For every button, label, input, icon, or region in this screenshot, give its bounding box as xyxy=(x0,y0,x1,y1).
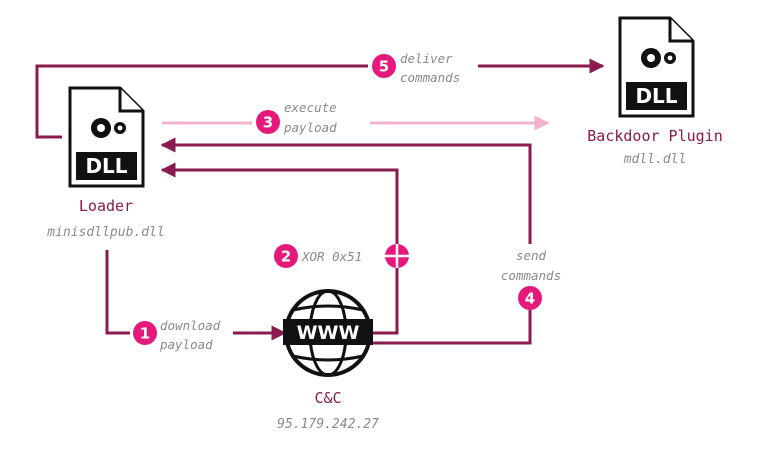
plugin-icon-text: DLL xyxy=(635,84,677,108)
arrow-deliver-commands xyxy=(35,66,603,139)
step-1-label-line1: download xyxy=(160,318,221,333)
step-3-badge xyxy=(256,110,280,134)
step-3-label-line2: payload xyxy=(283,120,337,135)
plugin-dll-icon: DLL xyxy=(618,16,695,118)
step-5-label-line2: commands xyxy=(400,70,460,85)
step-4-badge xyxy=(518,286,542,310)
step-3-number: 3 xyxy=(263,114,273,132)
step-4-number: 4 xyxy=(525,290,535,308)
arrow-download-payload xyxy=(105,250,285,333)
loader-filename: minisdllpub.dll xyxy=(46,225,164,240)
loader-icon-text: DLL xyxy=(85,154,127,178)
step-1-badge xyxy=(133,321,157,345)
step-4-label-line1: send xyxy=(516,248,547,263)
step-3: 3 execute payload xyxy=(256,100,337,135)
plugin-title: Backdoor Plugin xyxy=(587,127,722,145)
step-5-number: 5 xyxy=(379,58,389,76)
step-2-number: 2 xyxy=(281,248,291,266)
cnc-icon-text: WWW xyxy=(297,322,360,344)
step-1-label-line2: payload xyxy=(159,337,213,352)
step-1: 1 download payload xyxy=(133,318,221,352)
loader-title: Loader xyxy=(79,197,133,215)
step-4: send commands 4 xyxy=(501,248,561,310)
step-2: 2 XOR 0x51 xyxy=(274,244,362,268)
arrow-send-commands xyxy=(162,145,532,345)
plugin-filename: mdll.dll xyxy=(623,152,687,167)
step-2-label: XOR 0x51 xyxy=(301,249,362,264)
step-3-label-line1: execute xyxy=(284,100,337,115)
step-2-badge xyxy=(274,244,298,268)
cnc-ip-address: 95.179.242.27 xyxy=(277,417,379,432)
step-5: 5 deliver commands xyxy=(372,51,460,85)
xor-symbol-icon xyxy=(385,244,409,268)
loader-dll-icon: DLL xyxy=(68,86,145,188)
step-5-badge xyxy=(372,54,396,78)
step-5-label-line1: deliver xyxy=(400,51,453,66)
step-4-label-line2: commands xyxy=(501,268,561,283)
cnc-title: C&C xyxy=(314,389,341,407)
cnc-globe-icon: WWW xyxy=(283,289,373,377)
step-1-number: 1 xyxy=(140,325,150,343)
